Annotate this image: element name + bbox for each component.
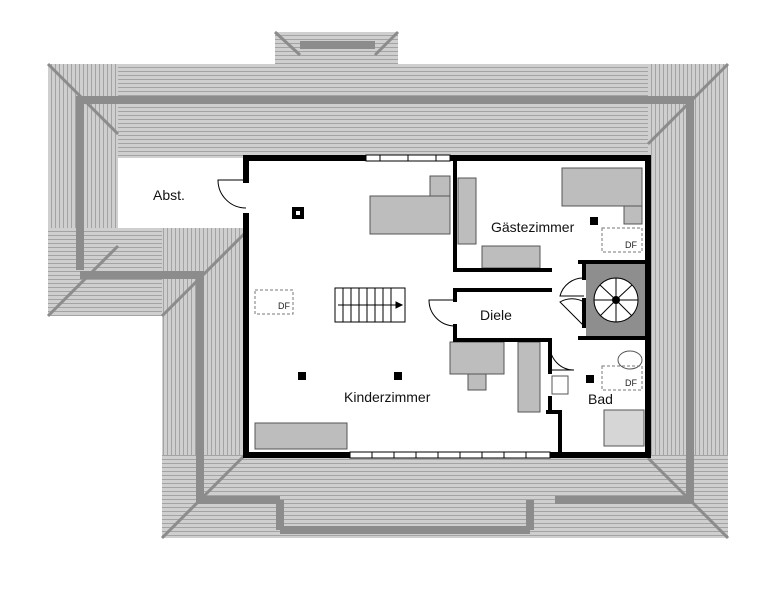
bathtub — [603, 409, 645, 447]
roof-hips — [46, 30, 730, 540]
gaestezimmer-bed — [561, 167, 643, 207]
room-labels: Abst. Gästezimmer Diele Kinderzimmer Bad — [153, 187, 613, 407]
chair — [467, 373, 487, 391]
walls — [243, 155, 651, 458]
door-stair — [559, 298, 585, 327]
label-diele: Diele — [480, 307, 512, 323]
label-gaestezimmer: Gästezimmer — [491, 219, 575, 235]
washbasin — [551, 375, 569, 395]
gaestezimmer-nightstand — [623, 205, 643, 225]
windows — [349, 154, 551, 459]
df-label-2: DF — [625, 240, 637, 250]
doors — [217, 179, 585, 371]
skylight-gaestezimmer — [601, 227, 643, 253]
window-bottom — [349, 451, 551, 459]
door-kinderzimmer — [428, 299, 456, 327]
abstellraum-area — [118, 158, 246, 228]
shelf — [517, 341, 541, 413]
door-bad — [549, 345, 575, 371]
label-abst: Abst. — [153, 187, 185, 203]
toilet — [617, 350, 643, 370]
label-bad: Bad — [588, 391, 613, 407]
gaestezimmer-desk — [481, 245, 541, 269]
label-kinderzimmer: Kinderzimmer — [344, 389, 431, 405]
kinderzimmer-bed-top — [369, 195, 451, 235]
desk — [449, 341, 505, 375]
spiral-stair — [586, 262, 646, 338]
furniture — [254, 167, 645, 450]
posts — [292, 207, 598, 383]
door-gaestezimmer — [559, 277, 585, 297]
kinderzimmer-nightstand — [429, 175, 451, 197]
roof — [46, 30, 730, 540]
df-label-3: DF — [625, 378, 637, 388]
skylight-bad — [601, 365, 643, 391]
roof-top — [48, 64, 728, 158]
stairs-kinderzimmer — [334, 287, 406, 323]
door-abst — [217, 179, 247, 209]
kinderzimmer-desk-bench — [254, 422, 348, 450]
skylight-kinderzimmer — [254, 289, 294, 315]
df-label-1: DF — [278, 301, 290, 311]
wardrobe — [457, 177, 477, 245]
